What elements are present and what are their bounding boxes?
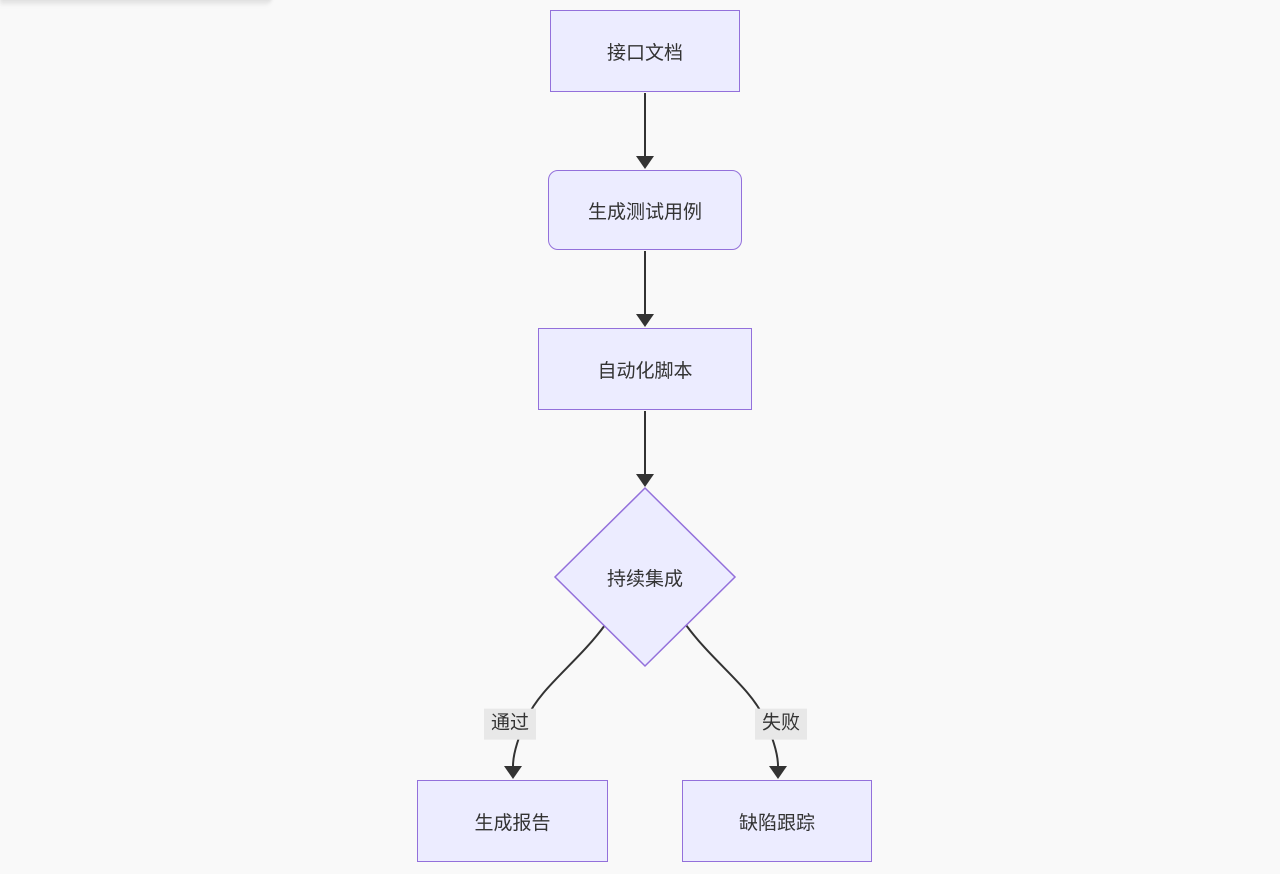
top-edge-shadow-artifact [0, 0, 272, 7]
node-generate-test-cases: 生成测试用例 [548, 170, 742, 250]
edge-a-b-arrowhead-icon [636, 156, 654, 169]
node-generate-report: 生成报告 [417, 780, 608, 862]
node-automation-script: 自动化脚本 [538, 328, 752, 410]
node-continuous-integration: 持续集成 [555, 489, 735, 666]
node-api-docs-label: 接口文档 [606, 42, 683, 64]
edge-d-f-arrowhead-icon [769, 766, 787, 779]
node-automation-script-label: 自动化脚本 [597, 360, 693, 382]
node-continuous-integration-shape [553, 486, 737, 668]
node-generate-test-cases-label: 生成测试用例 [587, 201, 702, 223]
edge-label-pass: 通过 [483, 708, 537, 740]
edge-d-e-arrowhead-icon [504, 766, 522, 779]
node-continuous-integration-label: 持续集成 [606, 569, 683, 590]
edge-c-d-arrowhead-icon [636, 474, 654, 487]
node-generate-report-label: 生成报告 [474, 812, 551, 834]
edge-b-c-arrowhead-icon [636, 314, 654, 327]
node-defect-tracking-label: 缺陷跟踪 [738, 812, 815, 834]
edge-label-fail: 失败 [754, 708, 808, 740]
node-api-docs: 接口文档 [550, 10, 740, 92]
node-defect-tracking: 缺陷跟踪 [682, 780, 872, 862]
